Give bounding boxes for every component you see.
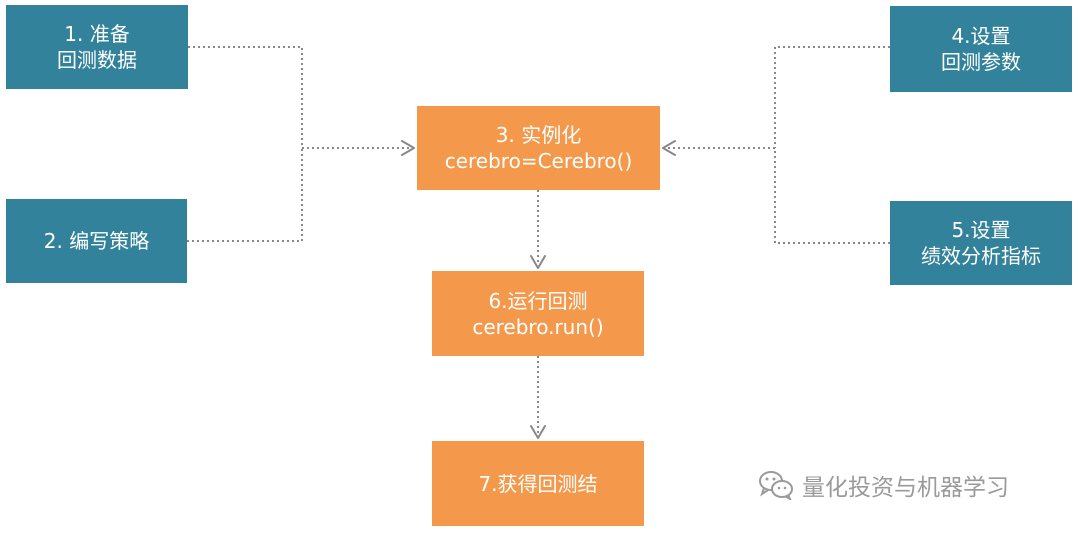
step-2-line-1: 2. 编写策略 bbox=[43, 229, 150, 253]
arrowhead-into-step7 bbox=[530, 425, 546, 439]
step-7-line-1: 7.获得回测结 bbox=[478, 471, 598, 496]
watermark-text: 量化投资与机器学习 bbox=[802, 475, 1009, 501]
step-1-line-1: 1. 准备 bbox=[64, 22, 130, 46]
arrowhead-into-step3-right bbox=[662, 140, 676, 156]
step-4-set-params: 4.设置 回测参数 bbox=[890, 6, 1072, 92]
connector-step1-to-merge bbox=[188, 46, 303, 148]
step-6-line-1: 6.运行回测 bbox=[488, 288, 588, 313]
arrowhead-into-step3-left bbox=[401, 140, 415, 156]
wechat-icon bbox=[759, 471, 793, 500]
connector-step4-to-merge bbox=[774, 46, 890, 148]
arrowhead-into-step6 bbox=[530, 255, 546, 269]
step-2-write-strategy: 2. 编写策略 bbox=[6, 199, 187, 283]
step-6-run-backtest: 6.运行回测 cerebro.run() bbox=[432, 271, 644, 356]
step-1-prepare-data: 1. 准备 回测数据 bbox=[6, 5, 188, 89]
step-7-get-results: 7.获得回测结 bbox=[432, 441, 644, 526]
step-5-set-analyzers: 5.设置 绩效分析指标 bbox=[890, 201, 1072, 285]
step-3-line-2: cerebro=Cerebro() bbox=[444, 149, 633, 173]
step-5-line-2: 绩效分析指标 bbox=[921, 244, 1041, 268]
step-3-line-1: 3. 实例化 bbox=[495, 123, 582, 147]
step-1-line-2: 回测数据 bbox=[57, 48, 137, 72]
step-5-line-1: 5.设置 bbox=[951, 218, 1011, 242]
step-4-line-2: 回测参数 bbox=[941, 50, 1021, 74]
connector-step5-to-merge bbox=[774, 148, 890, 244]
step-4-line-1: 4.设置 bbox=[951, 24, 1011, 48]
step-3-instantiate: 3. 实例化 cerebro=Cerebro() bbox=[417, 106, 660, 190]
step-6-line-2: cerebro.run() bbox=[472, 314, 604, 339]
watermark: 量化投资与机器学习 bbox=[758, 468, 1009, 502]
connector-step2-to-merge bbox=[187, 148, 303, 242]
